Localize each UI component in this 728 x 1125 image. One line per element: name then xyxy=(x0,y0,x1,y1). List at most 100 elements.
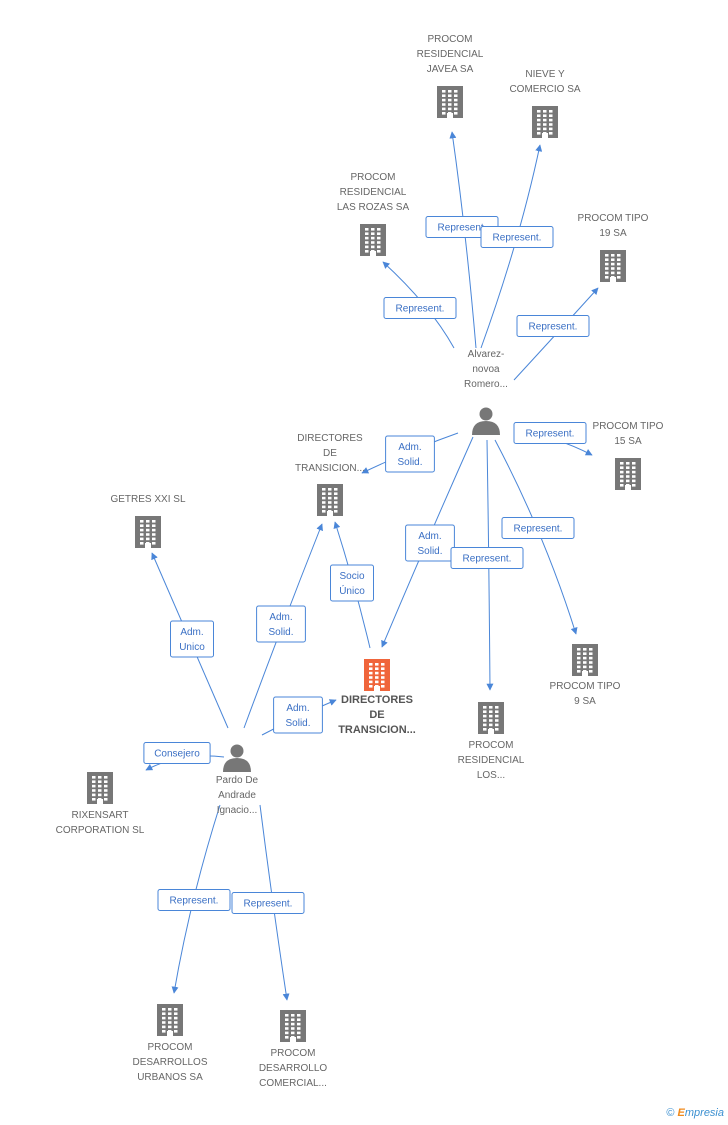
node-urbanos[interactable]: PROCOM DESARROLLOS URBANOS SA xyxy=(132,1004,208,1083)
edge-label-text: Represent. xyxy=(526,429,575,440)
node-label: DIRECTORES xyxy=(297,433,363,444)
building-icon xyxy=(280,1010,306,1042)
building-icon xyxy=(364,659,390,691)
edge-label-text: Adm. xyxy=(286,703,309,714)
copyright-icon: © xyxy=(666,1107,675,1119)
node-label: JAVEA SA xyxy=(427,64,474,75)
brand-footer: © Empresia xyxy=(666,1107,724,1119)
edge-label-alvarez-to-tipo15[interactable]: Represent. xyxy=(513,422,587,444)
edge-label-text: Represent. xyxy=(463,554,512,565)
edge-label-pardo-to-main[interactable]: Adm. Solid. xyxy=(273,696,323,734)
edge-label-pardo-to-getres[interactable]: Adm. Unico xyxy=(170,620,214,658)
person-icon xyxy=(472,407,500,435)
brand-name: mpresia xyxy=(684,1107,724,1119)
node-label: PROCOM TIPO xyxy=(578,213,649,224)
building-icon xyxy=(360,224,386,256)
node-label: PROCOM TIPO xyxy=(593,421,664,432)
edge-label-pardo-to-rixensart[interactable]: Consejero xyxy=(143,742,211,764)
node-main[interactable]: DIRECTORES DE TRANSICION... xyxy=(338,659,416,736)
node-directores2[interactable]: DIRECTORES DE TRANSICION... xyxy=(295,433,365,516)
edge-label-text: Solid. xyxy=(397,457,422,468)
node-nieve[interactable]: NIEVE Y COMERCIO SA xyxy=(509,69,581,138)
edge-label-text: Adm. xyxy=(269,612,292,623)
edge-label-alvarez-to-los[interactable]: Represent. xyxy=(450,547,524,569)
building-icon xyxy=(532,106,558,138)
node-label: RESIDENCIAL xyxy=(458,755,525,766)
node-getres[interactable]: GETRES XXI SL xyxy=(110,494,186,548)
edge-label-text: Adm. xyxy=(180,627,203,638)
edge-label-text: Represent. xyxy=(529,322,578,333)
person-icon xyxy=(223,744,251,772)
brand-initial: E xyxy=(677,1107,685,1119)
node-label: PROCOM TIPO xyxy=(550,681,621,692)
node-label: DESARROLLO xyxy=(259,1063,328,1074)
node-label: NIEVE Y xyxy=(525,69,565,80)
edge-label-text: Unico xyxy=(179,642,205,653)
edge-label-alvarez-to-tipo9[interactable]: Represent. xyxy=(501,517,575,539)
edge-label-alvarez-to-rozas[interactable]: Represent. xyxy=(383,297,457,319)
node-label: Pardo De xyxy=(216,775,259,786)
node-label: 15 SA xyxy=(614,436,642,447)
node-comercial[interactable]: PROCOMDESARROLLOCOMERCIAL... xyxy=(259,1010,328,1089)
edge-label-alvarez-to-main[interactable]: Adm. Solid. xyxy=(405,524,455,562)
building-icon xyxy=(478,702,504,734)
node-label: PROCOM xyxy=(271,1048,316,1059)
edge-label-text: Represent. xyxy=(514,524,563,535)
node-label: CORPORATION SL xyxy=(56,825,145,836)
edge-label-text: Represent. xyxy=(396,304,445,315)
edge-label-pardo-to-directores2[interactable]: Adm. Solid. xyxy=(256,605,306,643)
node-tipo15[interactable]: PROCOM TIPO 15 SA xyxy=(593,421,664,490)
node-label: Alvarez- xyxy=(468,349,505,360)
edge-label-text: Represent. xyxy=(493,233,542,244)
edge-label-alvarez-to-nieve[interactable]: Represent. xyxy=(480,226,554,248)
building-icon xyxy=(600,250,626,282)
node-tipo19[interactable]: PROCOM TIPO 19 SA xyxy=(578,213,649,282)
building-icon xyxy=(135,516,161,548)
edge-label-text: Único xyxy=(339,584,365,597)
node-label: Ignacio... xyxy=(217,805,258,816)
node-label: TRANSICION... xyxy=(338,724,416,736)
building-icon xyxy=(437,86,463,118)
node-label: DE xyxy=(323,448,337,459)
edge-label-pardo-to-comercial[interactable]: Represent. xyxy=(231,892,305,914)
edge-label-text: Adm. xyxy=(398,442,421,453)
edge-label-text: Solid. xyxy=(285,718,310,729)
building-icon xyxy=(615,458,641,490)
node-label: LOS... xyxy=(477,770,505,781)
node-label: GETRES XXI SL xyxy=(110,494,185,505)
node-label: RESIDENCIAL xyxy=(340,187,407,198)
edge-label-text: Solid. xyxy=(268,627,293,638)
node-alvarez[interactable]: Alvarez-novoaRomero... xyxy=(464,349,508,435)
node-pardo[interactable]: Pardo DeAndradeIgnacio... xyxy=(216,744,259,817)
node-los[interactable]: PROCOMRESIDENCIALLOS... xyxy=(458,702,525,781)
edge-label-alvarez-to-directores2[interactable]: Adm. Solid. xyxy=(385,435,435,473)
node-label: DIRECTORES xyxy=(341,694,413,706)
edge-label-text: Represent. xyxy=(438,223,487,234)
building-icon xyxy=(572,644,598,676)
node-label: PROCOM xyxy=(148,1042,193,1053)
node-label: COMERCIO SA xyxy=(509,84,580,95)
building-icon xyxy=(87,772,113,804)
node-label: Romero... xyxy=(464,379,508,390)
node-label: PROCOM xyxy=(428,34,473,45)
edge-label-text: Represent. xyxy=(244,899,293,910)
edge-label-text: Solid. xyxy=(417,546,442,557)
node-label: PROCOM xyxy=(351,172,396,183)
node-label: TRANSICION... xyxy=(295,463,365,474)
node-label: DE xyxy=(369,709,384,721)
node-label: novoa xyxy=(472,364,500,375)
edge-label-text: Socio xyxy=(339,571,364,582)
node-label: 19 SA xyxy=(599,228,627,239)
node-label: DESARROLLOS xyxy=(132,1057,207,1068)
node-label: URBANOS SA xyxy=(137,1072,203,1083)
edge-label-text: Adm. xyxy=(418,531,441,542)
edge-label-alvarez-to-tipo19[interactable]: Represent. xyxy=(516,315,590,337)
edge-label-text: Represent. xyxy=(170,896,219,907)
edge-label-pardo-to-urbanos[interactable]: Represent. xyxy=(157,889,231,911)
